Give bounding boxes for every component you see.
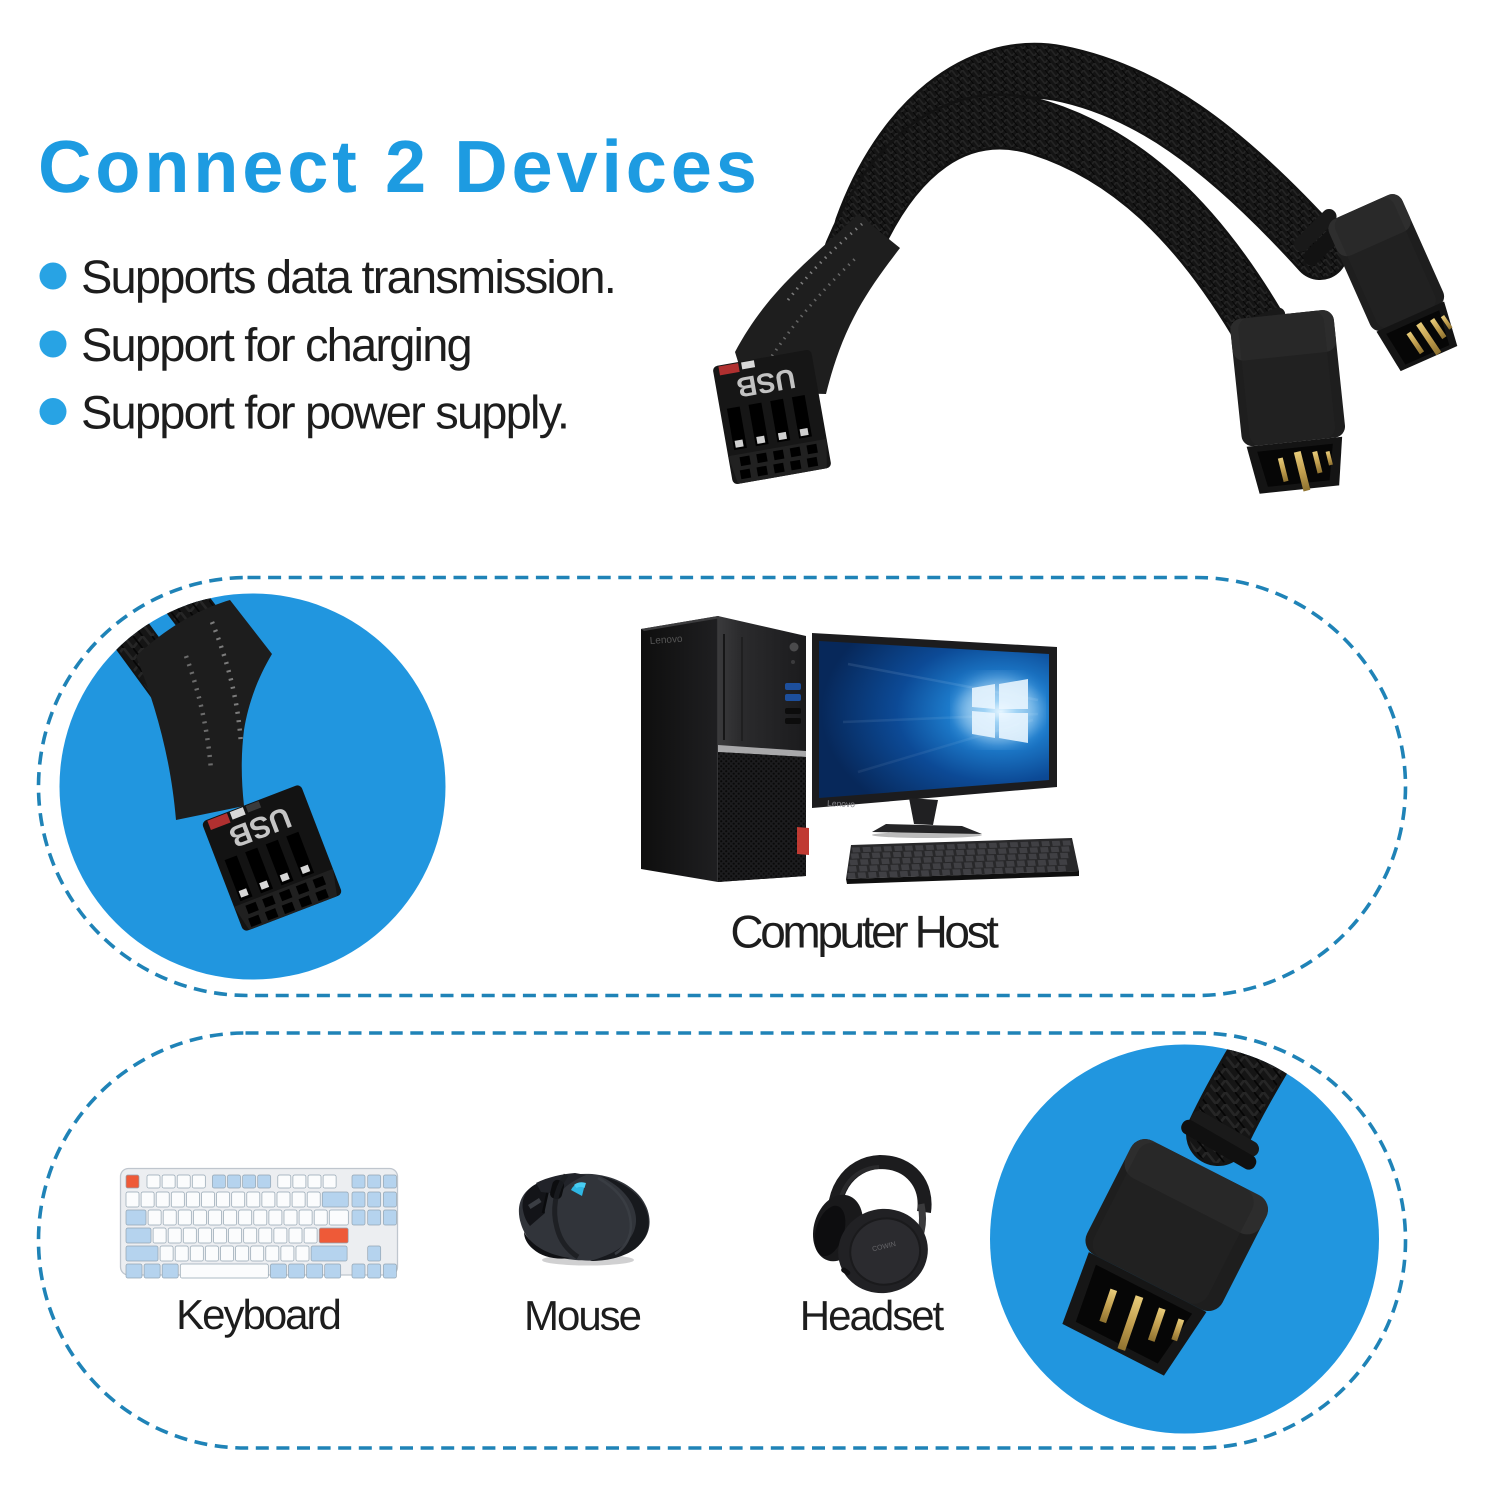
svg-text:Lenovo: Lenovo [827, 798, 856, 809]
svg-text:Headset: Headset [800, 1292, 945, 1339]
svg-text:Support for charging: Support for charging [81, 318, 471, 371]
svg-text:Connect 2 Devices: Connect 2 Devices [38, 125, 761, 208]
svg-text:Supports data transmission.: Supports data transmission. [81, 250, 615, 303]
svg-text:Mouse: Mouse [524, 1292, 641, 1339]
svg-text:Computer Host: Computer Host [730, 906, 999, 958]
svg-text:Support for power supply.: Support for power supply. [81, 386, 568, 439]
svg-text:Lenovo: Lenovo [649, 634, 683, 647]
svg-text:Keyboard: Keyboard [176, 1291, 340, 1338]
